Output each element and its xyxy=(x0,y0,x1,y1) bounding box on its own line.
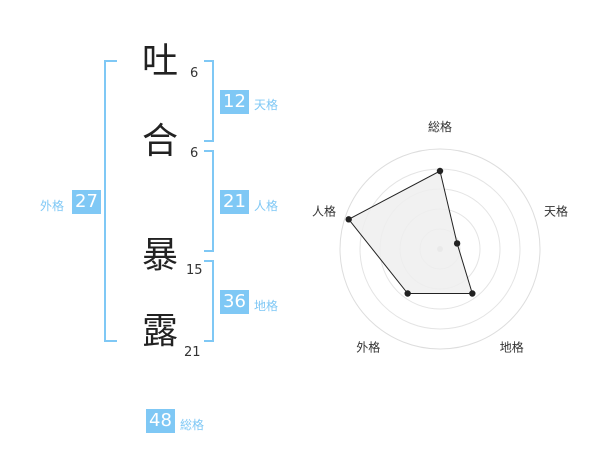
name-char-1: 吐 xyxy=(142,41,179,82)
jinkaku-bracket xyxy=(204,150,214,252)
soukaku-value: 48 xyxy=(146,409,175,433)
radar-point xyxy=(469,290,476,297)
stroke-count-3: 15 xyxy=(186,263,203,278)
tenkaku-value: 12 xyxy=(220,90,249,114)
chikaku-bracket xyxy=(204,260,214,342)
radar-point xyxy=(436,167,444,175)
chikaku-label: 地格 xyxy=(254,299,279,313)
stroke-count-2: 6 xyxy=(190,146,199,161)
name-char-3: 暴 xyxy=(142,235,179,276)
soukaku-label: 総格 xyxy=(180,418,205,432)
jinkaku-value: 21 xyxy=(220,190,249,214)
radar-ring xyxy=(339,148,541,350)
tenkaku-label: 天格 xyxy=(254,98,279,112)
radar-point xyxy=(404,290,411,297)
gaikaku-value: 27 xyxy=(72,190,101,214)
radar-axis-label: 外格 xyxy=(356,340,380,355)
radar-axis-label: 地格 xyxy=(500,340,524,355)
gaikaku-bracket xyxy=(104,60,117,342)
jinkaku-label: 人格 xyxy=(254,199,279,213)
radar-axis-label: 人格 xyxy=(312,203,336,218)
chikaku-value: 36 xyxy=(220,290,249,314)
stroke-count-4: 21 xyxy=(184,345,201,360)
gaikaku-label: 外格 xyxy=(40,199,65,213)
radar-points xyxy=(345,167,476,297)
name-char-4: 露 xyxy=(142,311,179,352)
radar-axis-label: 総格 xyxy=(428,119,452,134)
radar-shape xyxy=(347,170,473,294)
radar-axis-label: 天格 xyxy=(544,203,568,218)
radar-point xyxy=(345,216,352,223)
name-char-2: 合 xyxy=(142,121,179,162)
stroke-count-1: 6 xyxy=(190,66,199,81)
radar-point xyxy=(453,240,461,247)
tenkaku-bracket xyxy=(204,60,214,142)
